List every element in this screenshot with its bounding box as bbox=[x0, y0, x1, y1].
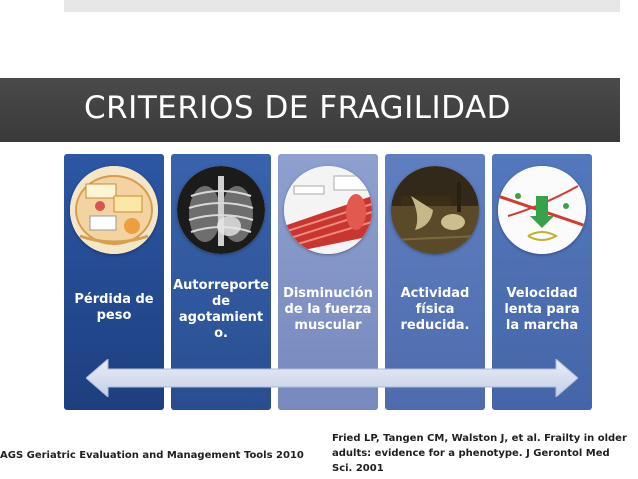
label-line: o. bbox=[214, 326, 228, 341]
criterion-label-gait-speed: Velocidad lenta para la marcha bbox=[492, 286, 592, 334]
muscle-fiber-image bbox=[284, 166, 372, 254]
label-line: la marcha bbox=[505, 318, 579, 333]
label-line: Disminución bbox=[283, 286, 373, 301]
label-line: de la fuerza bbox=[284, 302, 372, 317]
source-right: Fried LP, Tangen CM, Walston J, et al. F… bbox=[332, 433, 627, 474]
top-decorative-strip bbox=[64, 0, 620, 12]
label-line: de bbox=[211, 294, 231, 309]
criterion-label-weight-loss: Pérdida de peso bbox=[64, 292, 164, 324]
label-line: peso bbox=[96, 308, 132, 323]
criterion-label-exhaustion: Autorreporte de agotamient o. bbox=[171, 278, 271, 342]
double-headed-arrow-icon bbox=[85, 357, 579, 399]
cell-metabolism-image bbox=[70, 166, 158, 254]
label-line: Pérdida de bbox=[74, 292, 154, 307]
title-band bbox=[0, 78, 620, 142]
label-line: agotamient bbox=[178, 310, 264, 325]
label-line: reducida. bbox=[400, 318, 470, 333]
label-line: Velocidad bbox=[506, 286, 578, 301]
label-line: muscular bbox=[294, 318, 362, 333]
label-line: Actividad bbox=[400, 286, 470, 301]
melting-clocks-image bbox=[391, 166, 479, 254]
criterion-label-muscle-strength: Disminución de la fuerza muscular bbox=[278, 286, 378, 334]
criterion-label-physical-activity: Actividad física reducida. bbox=[385, 286, 485, 334]
movement-diagram-image bbox=[498, 166, 586, 254]
slide-title: CRITERIOS DE FRAGILIDAD bbox=[84, 90, 512, 126]
label-line: lenta para bbox=[504, 302, 580, 317]
label-line: Autorreporte bbox=[173, 278, 269, 293]
label-line: física bbox=[415, 302, 455, 317]
chest-xray-image bbox=[177, 166, 265, 254]
source-left: AGS Geriatric Evaluation and Management … bbox=[0, 450, 304, 461]
